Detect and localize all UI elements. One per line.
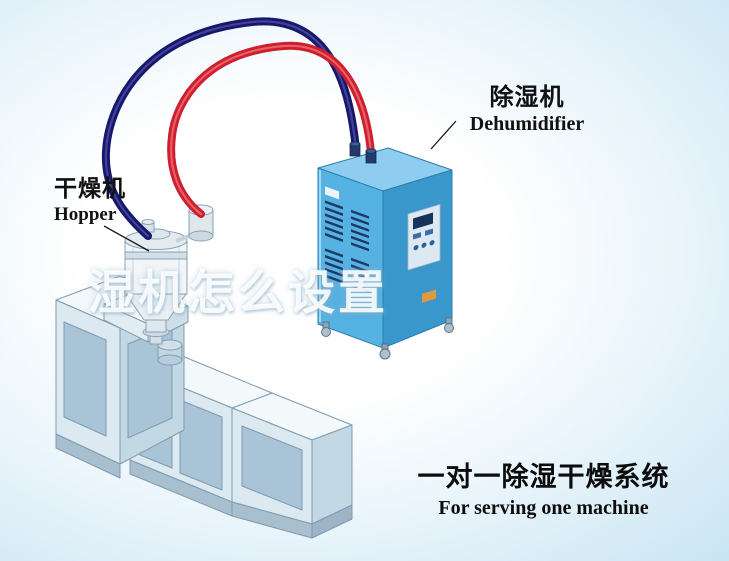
caster-wheels: [321, 317, 454, 360]
feed-throat-bottom: [157, 354, 183, 366]
machine-panel: [241, 425, 303, 511]
control-button: [429, 240, 435, 246]
hopper-leader-line: [103, 225, 150, 252]
machine-panel: [63, 321, 107, 437]
dehumidifier-leader-line: [430, 120, 457, 150]
feed-throat-top: [157, 339, 183, 351]
hopper-clamp-band: [124, 251, 188, 260]
hopper-label-en: Hopper: [54, 204, 117, 225]
extruder-machine: [55, 275, 353, 539]
dehumidifier-label: 除湿机 Dehumidifier: [452, 77, 602, 136]
system-caption-zh: 一对一除湿干燥系统: [417, 462, 670, 492]
nameplate: [325, 186, 339, 200]
dehumidifier-cabinet: [317, 147, 454, 360]
watermark-text: 湿机怎么设置: [88, 266, 388, 319]
warning-sticker: [422, 289, 436, 303]
dehumidifier-label-en: Dehumidifier: [469, 113, 585, 135]
pipe-red-sheen: [170, 44, 373, 216]
hopper-label-zh: 干燥机: [54, 175, 126, 201]
caster-wheel: [379, 348, 391, 360]
dry-air-pipe: [167, 41, 375, 218]
cabinet-vents: [325, 186, 369, 293]
pipe-fitting-top: [365, 148, 377, 154]
hopper-body: [124, 241, 188, 295]
control-display: [413, 212, 433, 230]
pipe-fitting-top: [349, 141, 361, 147]
machine-base: [55, 433, 121, 479]
machine-base: [129, 459, 233, 517]
hopper-label: 干燥机 Hopper: [54, 169, 126, 226]
cabinet-pipe-fittings: [349, 141, 377, 164]
control-panel: [407, 203, 441, 303]
system-caption: 一对一除湿干燥系统 For serving one machine: [396, 455, 691, 520]
blower-bottom: [188, 230, 214, 242]
control-button: [413, 244, 419, 251]
dehumidifier-label-zh: 除湿机: [489, 84, 565, 111]
control-button: [413, 232, 421, 240]
control-button: [425, 228, 433, 236]
machine-base: [311, 504, 353, 539]
control-button: [421, 242, 427, 248]
hopper-inlet-fitting-top: [141, 219, 155, 225]
caster-wheel: [444, 323, 454, 333]
system-caption-en: For serving one machine: [438, 497, 649, 519]
hopper-dryer: [124, 219, 188, 345]
caster-wheel: [321, 327, 331, 337]
control-panel-plate: [407, 203, 441, 271]
machine-panel: [179, 399, 223, 491]
blower-bracket: [175, 234, 190, 243]
